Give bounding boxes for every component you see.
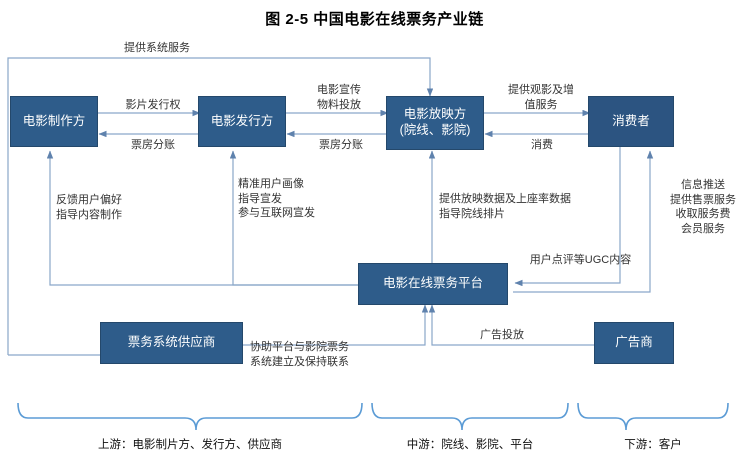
- node-supplier-label: 票务系统供应商: [127, 335, 216, 350]
- brace-upstream: [17, 402, 363, 431]
- label-ad-placement: 广告投放: [480, 329, 524, 341]
- label-viewing-value-service: 提供观影及增 值服务: [508, 84, 574, 111]
- brace-downstream: [577, 402, 729, 431]
- node-distributor[interactable]: 电影发行方: [198, 96, 286, 147]
- label-box-office-split-1: 票房分账: [131, 139, 175, 151]
- label-film-distribution-right: 影片发行权: [125, 99, 181, 111]
- wire-assist-link: [243, 304, 429, 346]
- label-screening-data: 提供放映数据及上座率数据 指导院线排片: [439, 193, 571, 220]
- label-feedback-preference: 反馈用户偏好 指导内容制作: [56, 194, 122, 221]
- label-info-push: 信息推送 提供售票服务 收取服务费 会员服务: [670, 179, 736, 235]
- node-ticket-system-supplier[interactable]: 票务系统供应商: [100, 322, 243, 364]
- phase-label-downstream: 下游：客户: [624, 439, 682, 451]
- label-system-service: 提供系统服务: [124, 42, 190, 54]
- node-exhibitor-label-line1: 电影放映方: [403, 107, 467, 122]
- node-producer-label: 电影制作方: [22, 113, 86, 128]
- label-precise-profile: 精准用户画像 指导宣发 参与互联网宣发: [238, 178, 315, 220]
- phase-label-upstream: 上游：电影制片方、发行方、供应商: [98, 439, 282, 451]
- node-exhibitor[interactable]: 电影放映方 (院线、影院): [386, 96, 484, 150]
- page-title: 图 2-5 中国电影在线票务产业链: [265, 11, 484, 28]
- phase-braces: [17, 402, 729, 431]
- node-distributor-label: 电影发行方: [210, 113, 274, 128]
- node-advertiser-label: 广告商: [615, 335, 653, 350]
- label-film-promo-materials: 电影宣传 物料投放: [317, 84, 361, 111]
- node-exhibitor-label-line2: (院线、影院): [399, 123, 471, 137]
- node-consumer[interactable]: 消费者: [588, 96, 674, 147]
- label-assist-link: 协助平台与影院票务 系统建立及保持联系: [250, 341, 349, 368]
- node-advertiser[interactable]: 广告商: [594, 322, 674, 364]
- brace-midstream: [371, 402, 569, 431]
- label-box-office-split-2: 票房分账: [319, 139, 363, 151]
- node-producer[interactable]: 电影制作方: [10, 96, 98, 147]
- label-consumption: 消费: [531, 139, 553, 151]
- wire-info-push: [513, 150, 654, 293]
- node-online-ticketing-platform[interactable]: 电影在线票务平台: [358, 263, 508, 305]
- node-consumer-label: 消费者: [612, 113, 650, 128]
- phase-label-midstream: 中游：院线、影院、平台: [406, 439, 534, 451]
- node-platform-label: 电影在线票务平台: [382, 276, 483, 291]
- label-ugc-content: 用户点评等UGC内容: [529, 254, 632, 266]
